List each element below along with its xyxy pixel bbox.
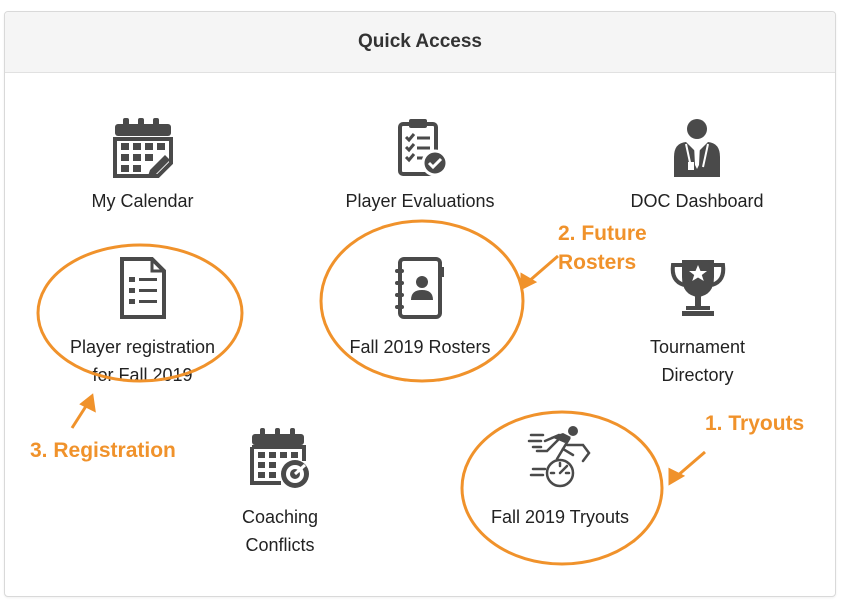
document-list-icon [119,257,166,319]
panel-title: Quick Access [358,31,482,52]
tile-label: DOC Dashboard [630,191,764,211]
clipboard-check-icon [398,119,449,177]
annotation-registration: 3. Registration [30,439,176,462]
tile-label: My Calendar [91,191,194,211]
tile-label-line2: Conflicts [245,535,315,555]
annotation-rosters-line2: Rosters [558,251,637,274]
calendar-clock-icon [250,428,309,488]
tile-label-line1: Tournament [649,337,746,357]
trophy-icon [670,260,725,316]
tile-coaching-conflicts[interactable]: Coaching Conflicts [220,425,340,559]
contact-book-icon [395,257,444,319]
tile-label-line1: Coaching [241,507,319,527]
annotation-rosters-line1: 2. Future [558,222,647,245]
tile-label-line2: for Fall 2019 [92,365,193,385]
tile-label: Fall 2019 Rosters [349,337,491,357]
tile-label-line1: Player registration [69,337,216,357]
tile-label: Fall 2019 Tryouts [490,507,630,527]
tile-my-calendar[interactable]: My Calendar [75,115,210,215]
panel-header: Quick Access [5,12,835,73]
annotation-tryouts: 1. Tryouts [705,412,805,435]
sprinter-speedometer-icon [527,426,591,488]
tile-tournament-directory[interactable]: Tournament Directory [615,255,780,389]
calendar-icon [112,118,173,178]
person-tie-icon [674,119,720,177]
tile-fall-2019-tryouts[interactable]: Fall 2019 Tryouts [475,425,645,531]
tile-doc-dashboard[interactable]: DOC Dashboard [612,115,782,215]
tile-player-registration[interactable]: Player registration for Fall 2019 [50,255,235,389]
tile-label-line2: Directory [661,365,734,385]
tile-fall-2019-rosters[interactable]: Fall 2019 Rosters [335,255,505,361]
tile-player-evaluations[interactable]: Player Evaluations [330,115,510,215]
tile-label: Player Evaluations [345,191,495,211]
